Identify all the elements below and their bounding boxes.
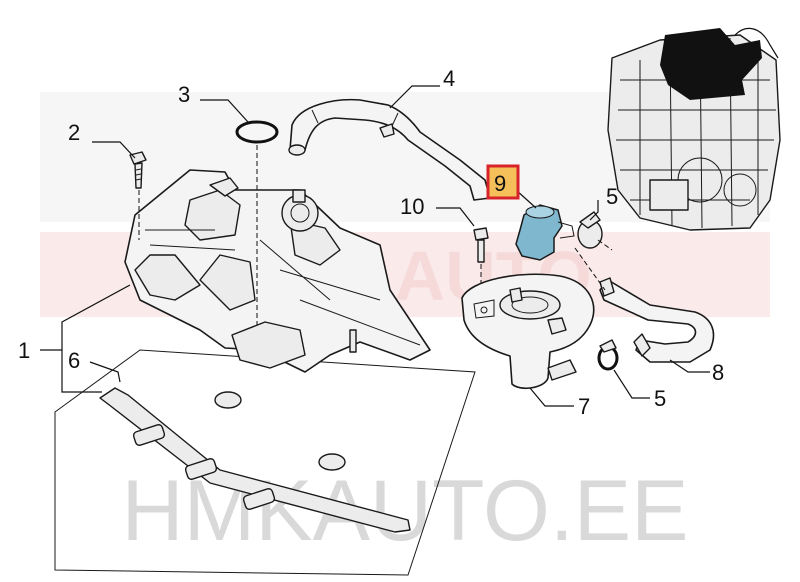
- part-9-check-valve: [515, 204, 575, 261]
- callout-label-7: 7: [578, 394, 590, 419]
- part-3-o-ring: [235, 120, 279, 325]
- leader-dash-clamp-upper: [597, 239, 613, 251]
- part-6-gasket-set: [54, 349, 476, 576]
- callout-9-highlight-box: [486, 164, 520, 200]
- callout-label-8: 8: [712, 360, 724, 385]
- part-7-oil-separator: [461, 273, 595, 390]
- engine-thumbnail: [607, 27, 781, 231]
- part-8-return-hose: [599, 277, 715, 363]
- callout-label-6: 6: [68, 348, 80, 373]
- callout-label-10: 10: [400, 194, 424, 219]
- part-5-hose-clamp-lower: [597, 339, 619, 371]
- callout-label-5-lower: 5: [654, 386, 666, 411]
- part-10-bolt: [473, 227, 489, 300]
- part-2-bolt: [129, 151, 147, 240]
- callout-label-2: 2: [68, 120, 80, 145]
- part-1-cylinder-head-cover: [124, 169, 431, 373]
- callout-label-5-upper: 5: [606, 184, 618, 209]
- callout-label-3: 3: [178, 82, 190, 107]
- callout-label-1: 1: [18, 338, 30, 363]
- callout-label-9: 9: [494, 171, 506, 196]
- engine-highlight-cover: [660, 28, 762, 100]
- leader-dash-valve-to-hose: [574, 247, 606, 291]
- callout-label-4: 4: [443, 66, 455, 91]
- leader-lines: [40, 85, 710, 407]
